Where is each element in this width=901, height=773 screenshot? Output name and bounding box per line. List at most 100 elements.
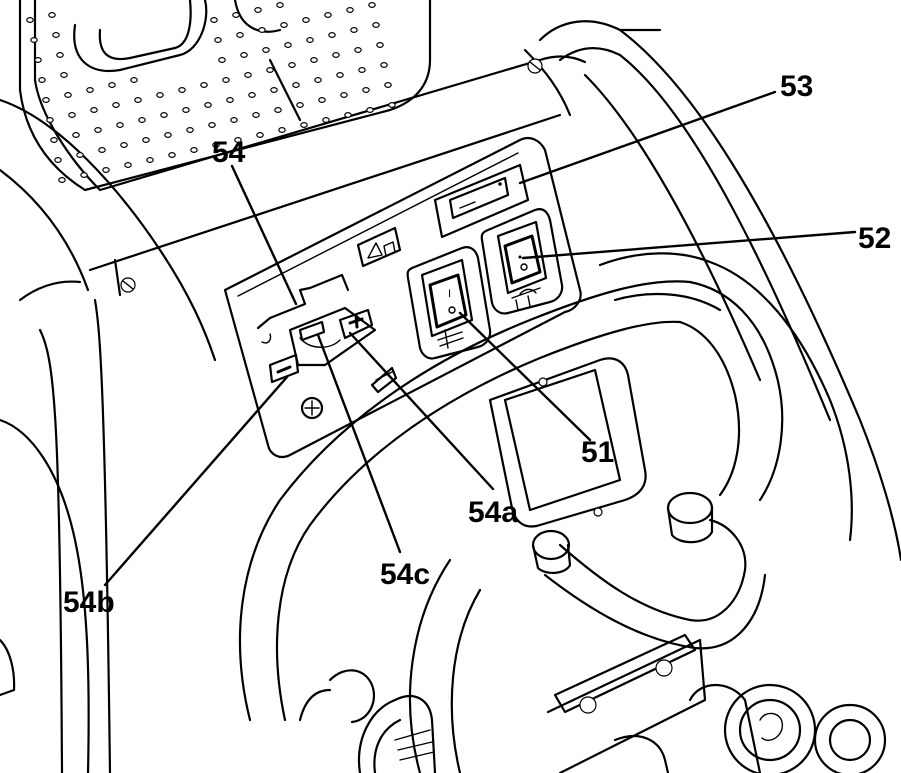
- perforation-hole: [332, 51, 340, 58]
- perforation-hole: [226, 96, 234, 103]
- perforation-hole: [380, 61, 388, 68]
- detergent-control: [256, 273, 398, 420]
- perforation-hole: [58, 177, 66, 184]
- perforation-hole: [208, 121, 216, 128]
- perforation-hole: [68, 111, 76, 118]
- perforation-hole: [102, 167, 110, 174]
- perforation-hole: [358, 66, 366, 73]
- callout-53: 53: [780, 70, 813, 103]
- perforation-hole: [280, 22, 288, 29]
- perforation-hole: [54, 157, 62, 164]
- vacuum-rocker-switch[interactable]: [480, 208, 564, 315]
- perforation-hole: [232, 12, 240, 19]
- perforation-hole: [46, 116, 54, 123]
- perforation-hole: [156, 91, 164, 98]
- lower-assembly: [328, 633, 887, 773]
- leader-54b: [103, 375, 289, 587]
- perforation-hole: [274, 106, 282, 113]
- perforation-hole: [204, 101, 212, 108]
- perforation-hole: [276, 1, 284, 9]
- perforation-hole: [230, 116, 238, 123]
- switch-on-mark: I: [448, 288, 451, 300]
- control-panel: [223, 136, 582, 459]
- perforation-hole: [270, 86, 278, 93]
- perforation-hole: [190, 147, 198, 154]
- perforation-hole: [244, 71, 252, 78]
- perforation-hole: [256, 132, 264, 139]
- perforation-hole: [300, 121, 308, 128]
- perforation-hole: [258, 27, 266, 34]
- perforation-hole: [50, 137, 58, 144]
- perforation-hole: [254, 6, 262, 14]
- perforation-hole: [130, 76, 138, 83]
- perforation-hole: [322, 116, 330, 123]
- perforation-hole: [366, 106, 374, 113]
- perforation-hole: [34, 56, 42, 63]
- perforation-hole: [384, 81, 392, 88]
- brush-rocker-switch[interactable]: I: [406, 246, 492, 360]
- perforation-hole: [52, 31, 60, 38]
- perforation-hole: [328, 31, 336, 38]
- perforation-hole: [248, 91, 256, 98]
- perforation-hole: [72, 132, 80, 139]
- perforation-hole: [214, 36, 222, 43]
- perforation-hole: [318, 96, 326, 103]
- perforation-hole: [168, 152, 176, 159]
- perforation-hole: [182, 106, 190, 113]
- perforation-hole: [80, 172, 88, 179]
- perforation-hole: [64, 91, 72, 98]
- perforation-hole: [116, 121, 124, 128]
- perforation-hole: [376, 41, 384, 48]
- perforation-hole: [60, 71, 68, 78]
- callout-51: 51: [581, 436, 614, 469]
- perforation-hole: [324, 12, 332, 19]
- perforation-hole: [200, 81, 208, 88]
- perforation-hole: [210, 17, 218, 24]
- perforation-hole: [98, 147, 106, 154]
- hour-meter: [433, 163, 530, 239]
- perforation-hole: [138, 116, 146, 123]
- warning-sticker: [356, 226, 402, 268]
- drive-lever: [488, 357, 767, 650]
- leader-51: [458, 311, 592, 442]
- perforation-holes: [26, 1, 396, 184]
- perforation-hole: [26, 17, 34, 24]
- callout-54c: 54c: [380, 558, 430, 591]
- leader-53: [518, 90, 777, 185]
- perforation-hole: [350, 27, 358, 34]
- callout-54: 54: [212, 136, 246, 169]
- perforation-hole: [284, 41, 292, 48]
- perforation-hole: [344, 111, 352, 118]
- perforation-hole: [90, 106, 98, 113]
- leader-54a: [348, 331, 495, 491]
- perforation-hole: [346, 6, 354, 14]
- machine-body: [0, 0, 587, 773]
- perforation-hole: [234, 137, 242, 144]
- perforation-hole: [388, 101, 396, 108]
- right-housing: [120, 20, 901, 562]
- perforation-hole: [42, 96, 50, 103]
- perforation-hole: [218, 56, 226, 63]
- perforation-hole: [120, 142, 128, 149]
- callout-labels: 53 52 54 51 54a 54b 54c: [63, 70, 891, 619]
- perforation-hole: [186, 126, 194, 133]
- perforation-hole: [302, 17, 310, 24]
- perforation-hole: [56, 51, 64, 58]
- perforation-hole: [94, 126, 102, 133]
- perforation-hole: [134, 96, 142, 103]
- perforation-hole: [288, 61, 296, 68]
- perforation-hole: [30, 36, 38, 43]
- perforation-hole: [292, 81, 300, 88]
- perforation-hole: [296, 101, 304, 108]
- leader-54c: [316, 333, 402, 554]
- perforation-hole: [278, 126, 286, 133]
- perforation-hole: [178, 86, 186, 93]
- perforation-hole: [48, 12, 56, 19]
- perforation-hole: [76, 152, 84, 159]
- perforation-hole: [314, 76, 322, 83]
- perforation-hole: [362, 86, 370, 93]
- perforation-hole: [310, 56, 318, 63]
- leader-52: [521, 230, 857, 260]
- perforation-hole: [262, 46, 270, 53]
